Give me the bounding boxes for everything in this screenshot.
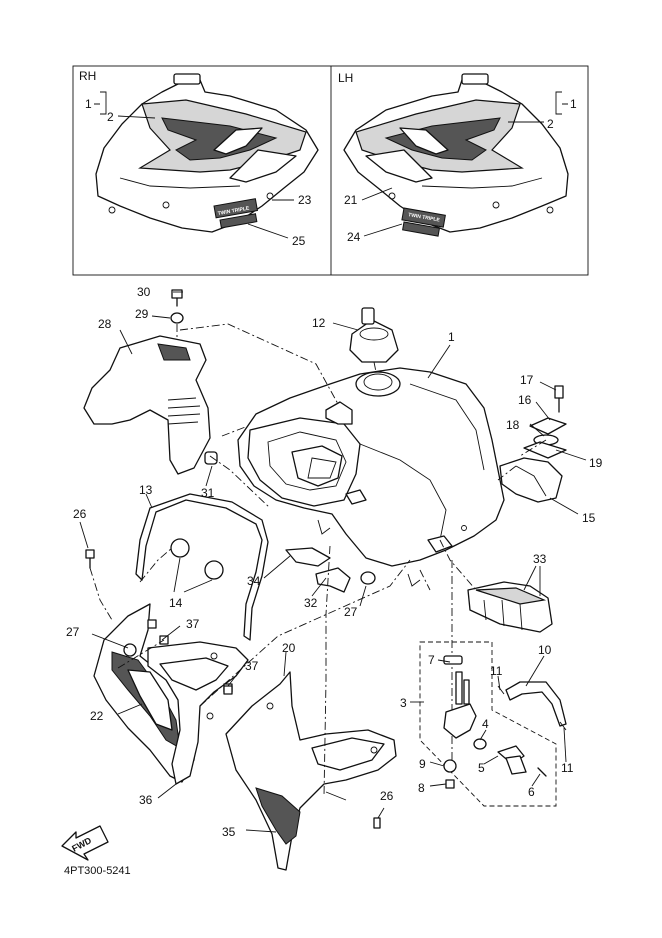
- bolt-and-grommet: [170, 289, 184, 340]
- callout-16: 16: [518, 393, 532, 407]
- callout-1-rh: 1: [85, 97, 92, 111]
- tank-strap-13: [135, 493, 269, 641]
- callout-27-middle: 27: [344, 605, 358, 619]
- callout-3: 3: [400, 696, 407, 710]
- callout-27-left: 27: [66, 625, 80, 639]
- lh-decal-text: TWIN TRIPLE: [408, 212, 441, 224]
- callout-26-lower: 26: [380, 789, 394, 803]
- lh-panel-label: LH: [338, 71, 353, 85]
- callout-33: 33: [533, 552, 547, 566]
- callout-9: 9: [419, 757, 426, 771]
- callout-21: 21: [344, 193, 358, 207]
- diagram-reference-code: 4PT300-5241: [64, 865, 131, 877]
- rear-bracket-15: [499, 457, 563, 503]
- screw-26: [85, 549, 233, 695]
- callout-7: 7: [428, 653, 435, 667]
- callout-1-lh: 1: [570, 97, 577, 111]
- callout-34: 34: [247, 574, 261, 588]
- callout-36: 36: [139, 793, 153, 807]
- callout-14: 14: [169, 596, 183, 610]
- callout-28: 28: [98, 317, 112, 331]
- rh-decal-text: TWIN TRIPLE: [217, 205, 250, 217]
- lh-tank-side-view: TWIN TRIPLE: [343, 73, 569, 237]
- fuel-cap: [349, 307, 399, 373]
- side-cover-28: [83, 335, 218, 475]
- rh-tank-side-view: TWIN TRIPLE: [95, 73, 319, 233]
- callout-25: 25: [292, 234, 306, 248]
- callout-10: 10: [538, 643, 552, 657]
- callout-29: 29: [135, 307, 149, 321]
- callout-31: 31: [201, 486, 215, 500]
- callout-8: 8: [418, 781, 425, 795]
- callout-11-lower: 11: [561, 761, 574, 775]
- side-cover-inset: RH LH TWIN TRIPLE: [72, 65, 589, 276]
- callout-35: 35: [222, 825, 236, 839]
- fuel-tank: [237, 367, 505, 587]
- callout-1-tank: 1: [448, 330, 455, 344]
- forward-arrow-icon: FWD: [61, 825, 109, 861]
- callout-23: 23: [298, 193, 312, 207]
- lower-cowl-20: [225, 671, 397, 871]
- fuel-cock-assembly: [419, 560, 567, 807]
- callout-6: 6: [528, 785, 535, 799]
- callout-22: 22: [90, 709, 104, 723]
- callout-17: 17: [520, 373, 534, 387]
- callout-13: 13: [139, 483, 153, 497]
- rh-panel-label: RH: [79, 69, 96, 83]
- callout-4: 4: [482, 717, 489, 731]
- callout-32: 32: [304, 596, 318, 610]
- callout-37-lower: 37: [245, 659, 259, 673]
- callout-2-rh: 2: [107, 110, 114, 124]
- leader-lines: [79, 291, 587, 833]
- callout-12: 12: [312, 316, 326, 330]
- tank-bracket-hardware: [523, 385, 567, 459]
- callout-labels: 1 2 23 25 1 2 21 24 30 29 28 12 1 17 16 …: [66, 97, 603, 839]
- relation-lines: [89, 323, 547, 797]
- callout-26-upper: 26: [73, 507, 87, 521]
- callout-19: 19: [589, 456, 603, 470]
- callout-15: 15: [582, 511, 596, 525]
- heat-guard-33: [467, 581, 553, 633]
- callout-24: 24: [347, 230, 361, 244]
- callout-37-upper: 37: [186, 617, 200, 631]
- callout-11-upper: 11: [490, 664, 503, 678]
- callout-30: 30: [137, 285, 151, 299]
- small-covers: [285, 547, 376, 593]
- callout-2-lh: 2: [547, 117, 554, 131]
- callout-5: 5: [478, 761, 485, 775]
- callout-20: 20: [282, 641, 296, 655]
- callout-18: 18: [506, 418, 520, 432]
